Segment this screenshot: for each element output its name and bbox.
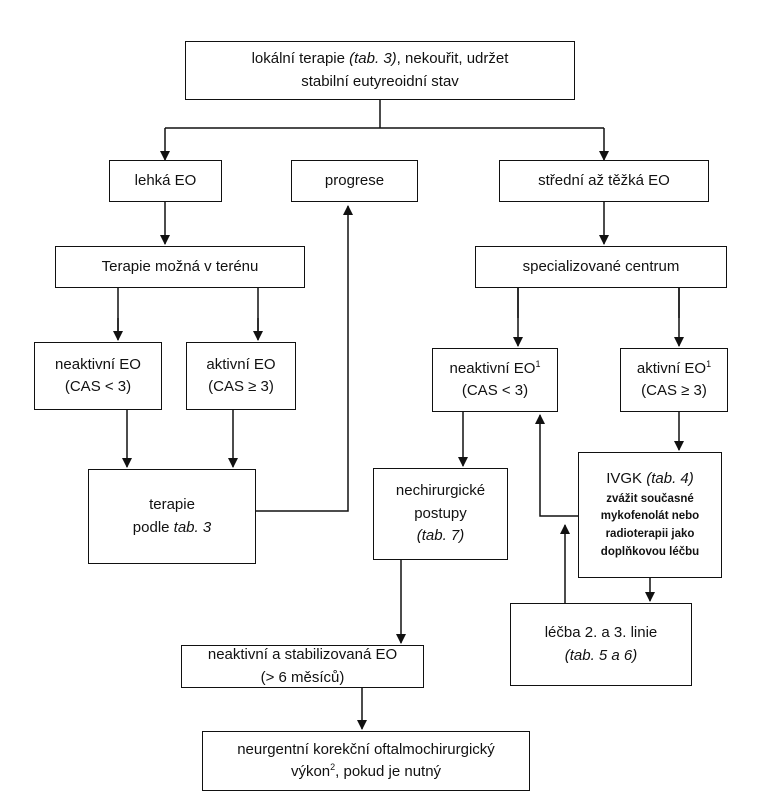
node-mild-active: aktivní EO (CAS ≥ 3) — [186, 342, 296, 410]
node-field-therapy-text: Terapie možná v terénu — [101, 257, 259, 275]
node-ivgk-l4: radioterapii jako — [605, 528, 695, 541]
node-mild-eo-text: lehká EO — [134, 171, 197, 189]
node-mild-active-l2: (CAS ≥ 3) — [208, 378, 274, 395]
node-progression-text: progrese — [324, 171, 385, 189]
node-mild-inactive: neaktivní EO (CAS < 3) — [34, 342, 162, 410]
node-corrective-surgery: neurgentní korekční oftalmochirurgický v… — [202, 731, 530, 791]
node-therapy-tab3-ref: tab. 3 — [173, 518, 212, 536]
node-therapy-tab3: terapie podle tab. 3 — [88, 469, 256, 564]
node-severe-active-l2: (CAS ≥ 3) — [641, 382, 707, 399]
node-specialized-center: specializované centrum — [475, 246, 727, 288]
node-ivgk: IVGK (tab. 4) zvážit současné mykofenolá… — [578, 452, 722, 578]
node-severe-active: aktivní EO1 (CAS ≥ 3) — [620, 348, 728, 412]
node-inactive-stabilized-l2: (> 6 měsíců) — [260, 668, 345, 686]
node-ivgk-l2: zvážit současné — [606, 492, 694, 505]
node-corrective-surgery-l2a: výkon — [290, 763, 331, 780]
node-local-therapy-line2: stabilní eutyreoidní stav — [301, 72, 459, 90]
node-mild-inactive-l1: neaktivní EO — [55, 355, 141, 373]
node-severe-inactive-l2: (CAS < 3) — [461, 382, 529, 399]
node-corrective-surgery-l2b: , pokud je nutný — [335, 763, 442, 780]
node-mild-active-l1: aktivní EO — [206, 355, 276, 373]
node-severe-inactive-l1: neaktivní EO — [449, 359, 536, 377]
node-therapy-tab3-l1: terapie — [149, 496, 195, 513]
node-moderate-severe-eo-text: střední až těžká EO — [538, 171, 670, 189]
node-second-third-line: léčba 2. a 3. linie (tab. 5 a 6) — [510, 603, 692, 686]
node-moderate-severe-eo: střední až těžká EO — [499, 160, 709, 202]
node-corrective-surgery-l1: neurgentní korekční oftalmochirurgický — [237, 740, 495, 758]
node-second-third-line-l1: léčba 2. a 3. linie — [544, 624, 658, 641]
node-ivgk-l5: doplňkovou léčbu — [600, 546, 700, 559]
node-mild-eo: lehká EO — [109, 160, 222, 202]
node-second-third-line-ref: (tab. 5 a 6) — [564, 646, 638, 664]
node-local-therapy: lokální terapie (tab. 3), nekouřit, udrž… — [185, 41, 575, 100]
node-field-therapy: Terapie možná v terénu — [55, 246, 305, 288]
node-nonsurgical-l2: postupy — [414, 504, 467, 522]
node-local-therapy-text-b: , nekouřit, udržet — [396, 50, 509, 67]
arrow-therapy-to-progression — [256, 205, 353, 512]
node-severe-active-l1: aktivní EO — [636, 359, 707, 377]
node-severe-inactive-footnote: 1 — [535, 358, 541, 369]
node-ivgk-ref: (tab. 4) — [646, 470, 694, 488]
arrow-ivgk-to-sev-inactive — [535, 414, 578, 517]
node-specialized-center-text: specializované centrum — [522, 257, 680, 275]
node-ivgk-l3: mykofenolát nebo — [600, 510, 700, 523]
node-inactive-stabilized: neaktivní a stabilizovaná EO (> 6 měsíců… — [181, 645, 424, 688]
node-local-therapy-ref: (tab. 3) — [349, 50, 397, 67]
node-nonsurgical: nechirurgické postupy (tab. 7) — [373, 468, 508, 560]
node-mild-inactive-l2: (CAS < 3) — [64, 378, 132, 395]
node-corrective-surgery-footnote: 2 — [330, 762, 336, 772]
node-ivgk-title: IVGK — [606, 470, 647, 488]
node-severe-active-footnote: 1 — [706, 358, 712, 369]
node-inactive-stabilized-l1: neaktivní a stabilizovaná EO — [207, 646, 398, 663]
node-local-therapy-text-a: lokální terapie — [251, 50, 350, 67]
node-severe-inactive: neaktivní EO1 (CAS < 3) — [432, 348, 558, 412]
node-nonsurgical-l1: nechirurgické — [395, 482, 486, 500]
node-therapy-tab3-l2a: podle — [132, 518, 174, 536]
node-nonsurgical-ref: (tab. 7) — [416, 527, 465, 545]
node-progression: progrese — [291, 160, 418, 202]
